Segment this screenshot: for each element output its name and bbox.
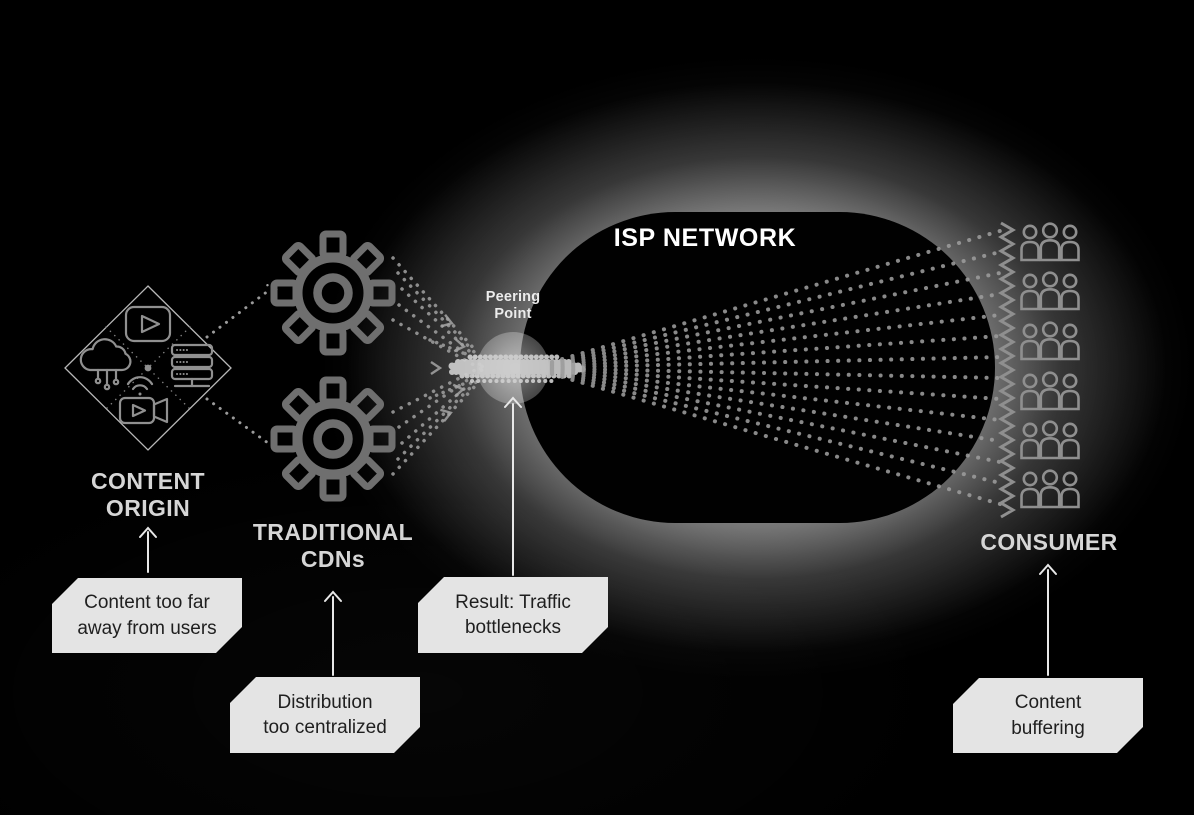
gear-icon — [274, 380, 392, 498]
arrow-to-content-origin — [139, 526, 157, 573]
isp-network-label: ISP NETWORK — [613, 224, 797, 252]
diamond-center-dot — [144, 364, 152, 372]
cloud-network-icon — [79, 338, 132, 391]
callout-arrows — [139, 396, 1057, 676]
callout-text: Content buffering — [1011, 692, 1085, 739]
callout-distribution-centralized: Distribution too centralized — [230, 677, 420, 753]
callout-content-buffering: Content buffering — [953, 678, 1143, 753]
traditional-cdns-label: TRADITIONAL CDNs — [252, 519, 414, 573]
people-group-icon — [1020, 371, 1080, 411]
people-group-icon — [1020, 420, 1080, 460]
callout-text: Result: Traffic bottlenecks — [455, 591, 571, 638]
content-origin-node — [64, 285, 232, 451]
consumer-label: CONSUMER — [980, 529, 1118, 555]
cdn-gears — [274, 234, 392, 498]
people-group-icon — [1020, 271, 1080, 311]
callout-content-too-far: Content too far away from users — [52, 578, 242, 653]
origin-to-cdn-connectors — [205, 278, 284, 456]
content-origin-label: CONTENT ORIGIN — [91, 468, 205, 522]
peering-point-node — [448, 332, 589, 404]
people-group-icon — [1020, 222, 1080, 262]
callout-traffic-bottlenecks: Result: Traffic bottlenecks — [418, 577, 608, 653]
isp-network-capsule — [520, 212, 995, 523]
edge-zigzag — [998, 221, 1016, 519]
server-stack-icon — [170, 343, 214, 388]
callout-text: Content too far away from users — [77, 592, 217, 639]
gear-icon — [274, 234, 392, 352]
arrow-to-peering-point — [504, 396, 522, 576]
callout-text: Distribution too centralized — [263, 691, 387, 738]
people-group-icon — [1020, 469, 1080, 509]
cdn-to-peering-fan — [391, 256, 485, 476]
arrow-to-traditional-cdns — [324, 590, 342, 676]
isp-distribution-fan — [550, 229, 1002, 506]
arrow-to-consumer — [1039, 563, 1057, 676]
peering-point-label: Peering Point — [485, 289, 541, 322]
consumer-groups — [1020, 222, 1080, 509]
video-play-icon — [124, 305, 172, 343]
camera-stream-icon — [118, 376, 169, 425]
people-group-icon — [1020, 321, 1080, 361]
